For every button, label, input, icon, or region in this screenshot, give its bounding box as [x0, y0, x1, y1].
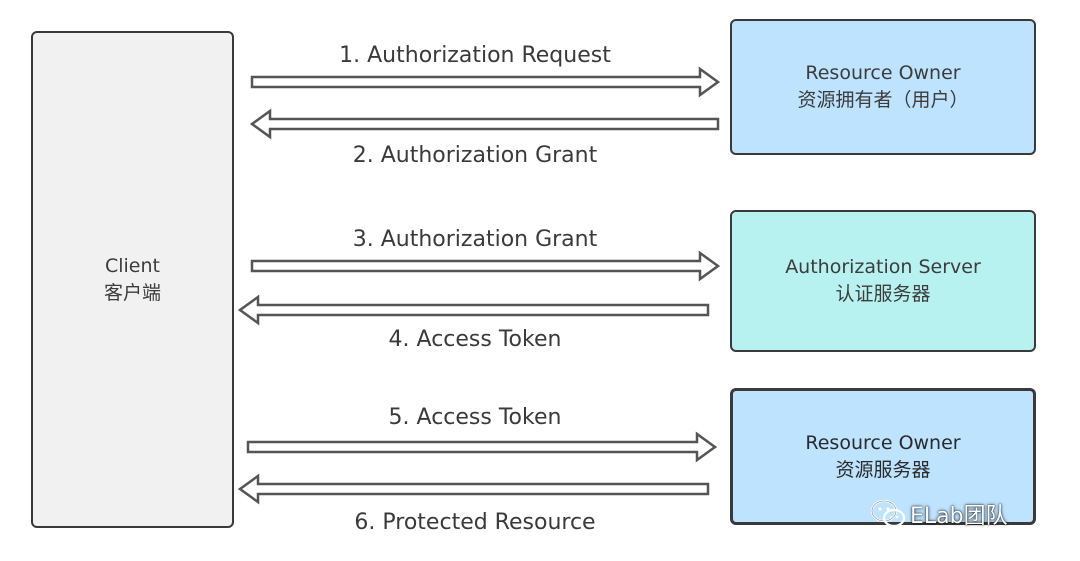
authorization-server-label-zh: 认证服务器	[835, 283, 931, 305]
flow-arrow-2	[249, 108, 720, 140]
resource-server-label: Resource Owner	[805, 431, 961, 454]
resource-owner-label-zh: 资源拥有者（用户）	[797, 89, 969, 111]
flow-arrow-3	[250, 250, 721, 282]
flow-arrow-1	[250, 66, 721, 98]
flow-label-2: 2. Authorization Grant	[352, 143, 598, 168]
client-label: Client	[104, 254, 160, 277]
flow-label-3: 3. Authorization Grant	[352, 227, 598, 252]
flow-arrow-6	[237, 473, 710, 505]
client-label-zh: 客户端	[103, 281, 161, 304]
authorization-server-box: Authorization Server 认证服务器	[730, 210, 1036, 352]
watermark-text: ELab团队	[910, 504, 1008, 529]
flow-arrow-4	[237, 294, 710, 326]
resource-server-label-zh: 资源服务器	[835, 458, 931, 481]
resource-server-box: Resource Owner 资源服务器	[730, 388, 1036, 525]
flow-label-6: 6. Protected Resource	[354, 510, 596, 535]
flow-label-1: 1. Authorization Request	[339, 43, 611, 68]
watermark: ELab团队	[870, 498, 1008, 530]
flow-arrow-5	[246, 431, 718, 463]
resource-owner-box: Resource Owner 资源拥有者（用户）	[730, 19, 1036, 155]
wechat-icon	[870, 499, 906, 528]
flow-label-5: 5. Access Token	[388, 405, 562, 430]
resource-owner-label: Resource Owner	[805, 62, 961, 84]
client-box: Client 客户端	[31, 31, 234, 528]
flow-label-4: 4. Access Token	[388, 327, 562, 352]
authorization-server-label: Authorization Server	[785, 256, 981, 278]
